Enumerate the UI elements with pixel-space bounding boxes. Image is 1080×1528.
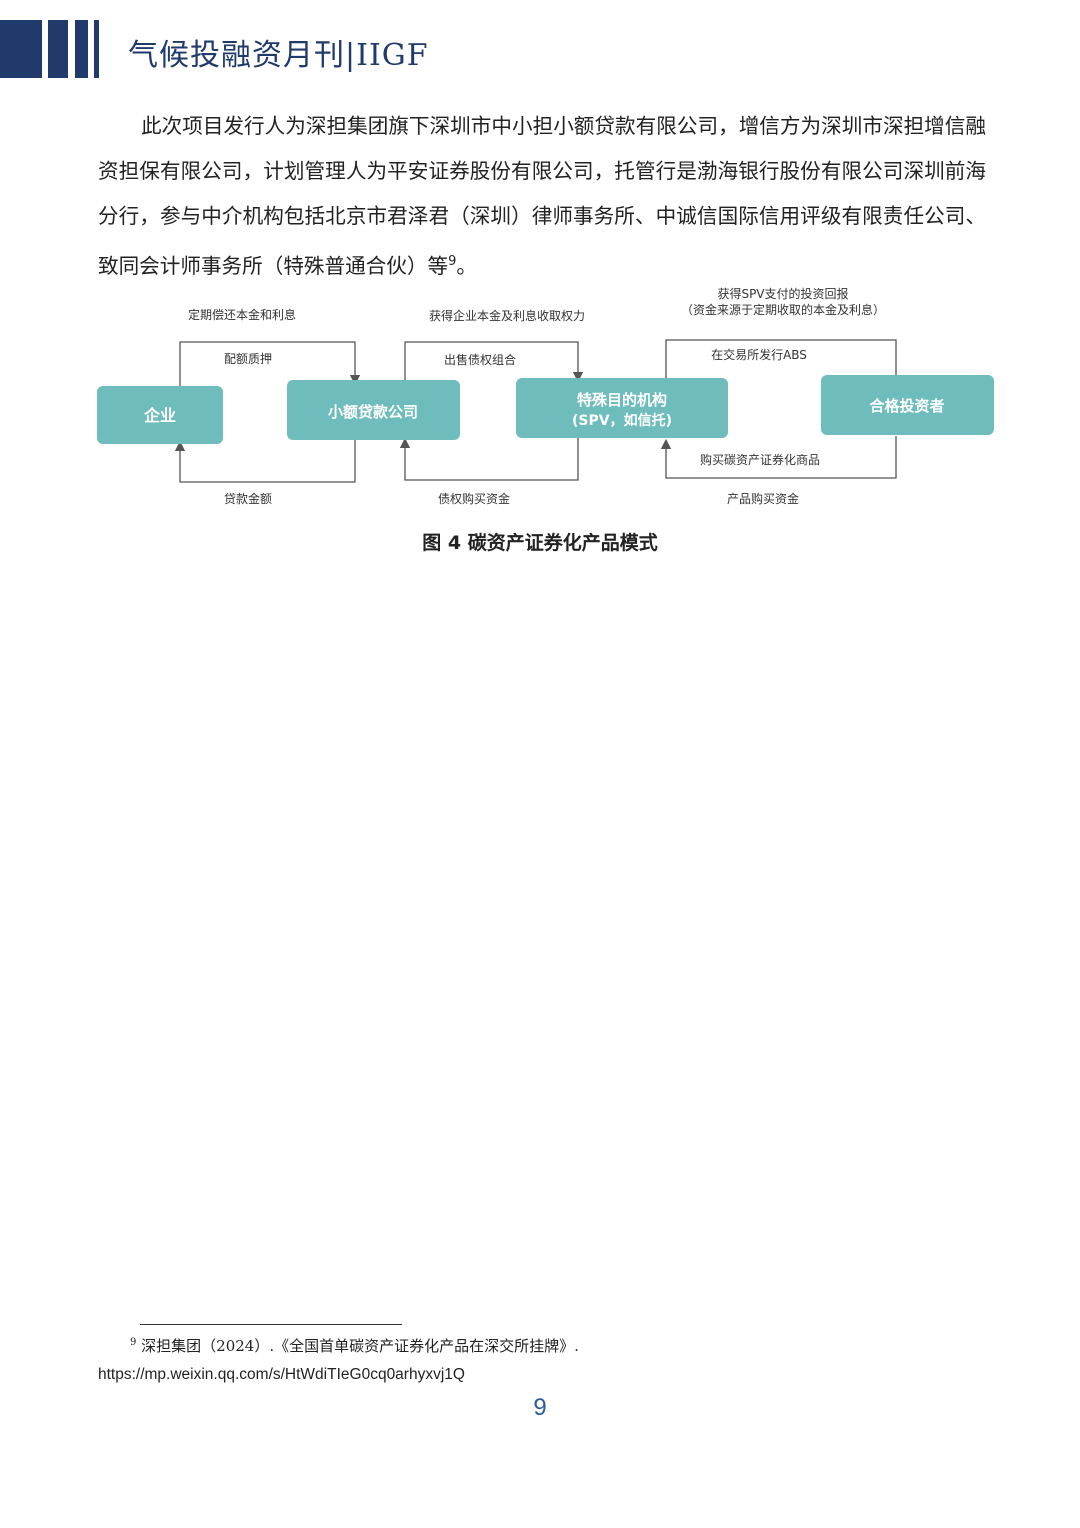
label-issue-abs: 在交易所发行ABS	[711, 347, 807, 362]
node-spv-label-1: 特殊目的机构	[577, 391, 667, 409]
label-repay: 定期偿还本金和利息	[188, 307, 296, 322]
body-paragraph: 此次项目发行人为深担集团旗下深圳市中小担小额贷款有限公司，增信方为深圳市深担增信…	[98, 104, 986, 289]
header-bar-3	[75, 20, 88, 78]
footnote-citation: 9 深担集团（2024）.《全国首单碳资产证券化产品在深交所挂牌》.	[130, 1335, 579, 1356]
page-number: 9	[533, 1394, 547, 1421]
node-investor	[821, 375, 994, 435]
label-pledge: 配额质押	[224, 352, 272, 366]
label-rights: 获得企业本金及利息收取权力	[429, 308, 585, 323]
footnote-divider	[140, 1324, 402, 1325]
node-spv	[516, 378, 728, 438]
label-return-2: （资金来源于定期收取的本金及利息）	[681, 302, 885, 317]
flow-investor-to-spv	[660, 436, 897, 479]
paragraph-end: 。	[456, 253, 477, 278]
header-bar-1	[0, 20, 42, 78]
node-lender-label: 小额贷款公司	[328, 403, 418, 421]
footnote-reference[interactable]: 9	[448, 254, 457, 269]
flow-lender-to-enterprise	[174, 440, 356, 483]
node-enterprise	[97, 386, 223, 444]
flow-spv-to-lender	[399, 437, 579, 481]
node-spv-label-2: (SPV，如信托)	[572, 412, 672, 429]
label-loan: 贷款金额	[224, 491, 272, 506]
label-sell: 出售债权组合	[444, 352, 516, 367]
label-product-fund: 产品购买资金	[727, 491, 799, 506]
label-buy-product: 购买碳资产证券化商品	[700, 452, 820, 467]
footnote-mark: 9	[130, 1337, 137, 1348]
figure-caption: 图 4 碳资产证券化产品模式	[422, 532, 658, 554]
flow-lender-to-spv	[404, 341, 584, 395]
header-bar-2	[48, 20, 68, 78]
node-investor-label: 合格投资者	[868, 397, 944, 415]
journal-title: 气候投融资月刊|IIGF	[128, 38, 429, 73]
flow-enterprise-to-lender	[179, 341, 361, 404]
label-return-1: 获得SPV支付的投资回报	[717, 286, 848, 301]
header-bar-4	[94, 20, 99, 78]
node-lender	[287, 380, 460, 440]
footnote-url[interactable]: https://mp.weixin.qq.com/s/HtWdiTIeG0cq0…	[98, 1366, 465, 1383]
label-debt-fund: 债权购买资金	[438, 491, 510, 506]
node-enterprise-label: 企业	[143, 406, 176, 425]
carbon-abs-flow-diagram: 企业 小额贷款公司 特殊目的机构 (SPV，如信托) 合格投资者 定期偿还本金和…	[97, 286, 994, 506]
flow-spv-to-investor-issue	[665, 339, 897, 382]
footnote-text: 深担集团（2024）.《全国首单碳资产证券化产品在深交所挂牌》.	[141, 1337, 579, 1355]
paragraph-text: 此次项目发行人为深担集团旗下深圳市中小担小额贷款有限公司，增信方为深圳市深担增信…	[98, 114, 986, 278]
